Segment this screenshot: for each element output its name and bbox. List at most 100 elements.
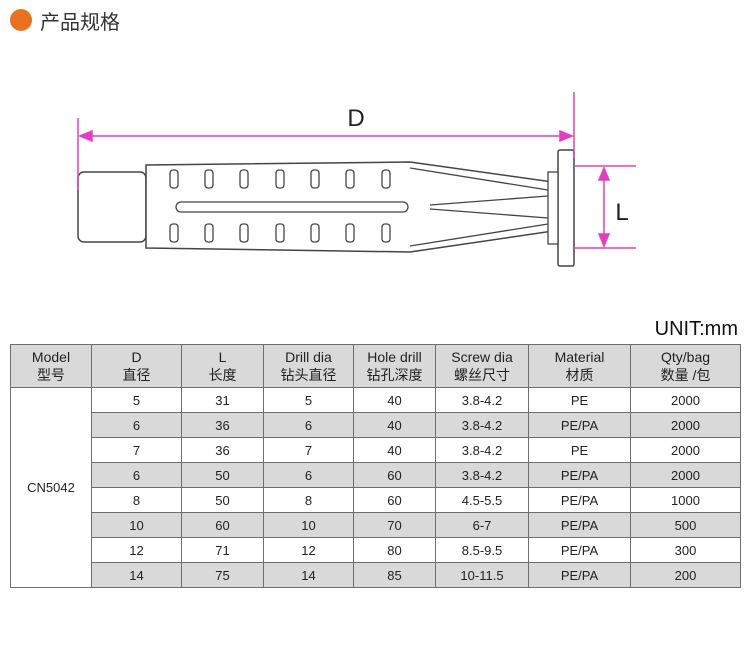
column-header: Material 材质 [528,344,631,388]
column-header-cn: 直径 [122,367,151,383]
table-cell: 2000 [630,462,741,488]
table-cell: 300 [630,537,741,563]
column-header-en: Model [31,349,71,365]
table-cell: 200 [630,562,741,588]
table-cell: 71 [181,537,264,563]
table-cell: 2000 [630,412,741,438]
table-cell: 60 [181,512,264,538]
table-cell: PE/PA [528,462,631,488]
table-cell: PE/PA [528,512,631,538]
table-cell: 31 [181,387,264,413]
header-row: Model 型号 D 直径 L 长度 Drill dia 钻头直径 Hole drill 钻孔深度… [10,344,741,388]
table-cell: 36 [181,437,264,463]
column-header: Model 型号 [10,344,92,388]
column-header: Screw dia 螺丝尺寸 [435,344,529,388]
table-cell: 6 [91,412,182,438]
table-cell: 14 [91,562,182,588]
column-header: Hole drill 钻孔深度 [353,344,436,388]
table-cell: 1000 [630,487,741,513]
column-header-en: D [131,349,142,365]
column-header-cn: 长度 [208,367,237,383]
table-cell: 500 [630,512,741,538]
table-cell: 6 [263,412,354,438]
table-cell: 14 [263,562,354,588]
table-cell: 50 [181,462,264,488]
table-cell: 70 [353,512,436,538]
column-header-cn: 数量 /包 [660,367,711,383]
table-cell: PE [528,387,631,413]
column-header: Qty/bag 数量 /包 [630,344,741,388]
dimension-l-label: L [615,199,628,226]
table-cell: 80 [353,537,436,563]
table-cell: 40 [353,437,436,463]
column-header-en: Drill dia [285,349,332,365]
table-cell: 40 [353,412,436,438]
column-header-en: L [218,349,227,365]
table-cell: 10 [263,512,354,538]
table-cell: PE/PA [528,487,631,513]
table-cell: PE/PA [528,562,631,588]
section-header: 产品规格 [10,6,120,34]
wall-plug-diagram: D L [77,92,636,267]
table-header: Model 型号 D 直径 L 长度 Drill dia 钻头直径 Hole drill 钻孔深度… [10,344,741,388]
table-cell: 3.8-4.2 [435,462,529,488]
table-cell: 10 [91,512,182,538]
dimension-d-label: D [347,105,364,132]
table-cell: PE/PA [528,412,631,438]
table-cell: 5 [91,387,182,413]
table-cell: 8.5-9.5 [435,537,529,563]
table-cell: 2000 [630,387,741,413]
column-header-en: Hole drill [367,349,422,365]
table-cell: 3.8-4.2 [435,387,529,413]
table-cell: 75 [181,562,264,588]
table-cell: 5 [263,387,354,413]
column-header-cn: 螺丝尺寸 [454,367,510,383]
table-cell: 6 [263,462,354,488]
table-cell: 8 [91,487,182,513]
table-cell: 60 [353,462,436,488]
section-title: 产品规格 [40,9,120,34]
column-header: L 长度 [181,344,264,388]
table-cell: 10-11.5 [435,562,529,588]
table-cell: 3.8-4.2 [435,437,529,463]
column-header-en: Material [554,349,605,365]
table-cell: 2000 [630,437,741,463]
unit-label: UNIT:mm [654,318,738,340]
column-header-cn: 钻头直径 [280,367,337,383]
model-cell: CN5042 [10,387,92,588]
table-cell: 85 [353,562,436,588]
bullet-dot-icon [10,9,32,31]
table-cell: 6-7 [435,512,529,538]
column-header: D 直径 [91,344,182,388]
table-cell: PE [528,437,631,463]
table-cell: 12 [91,537,182,563]
table-cell: 7 [263,437,354,463]
table-cell: 4.5-5.5 [435,487,529,513]
column-header-cn: 型号 [37,367,65,383]
table-cell: 60 [353,487,436,513]
column-header-en: Screw dia [451,349,513,365]
table-cell: 6 [91,462,182,488]
table-cell: 40 [353,387,436,413]
column-header-cn: 材质 [565,367,594,383]
table-cell: 36 [181,412,264,438]
column-header-en: Qty/bag [660,349,711,365]
table-cell: 8 [263,487,354,513]
table-cell: 12 [263,537,354,563]
column-header-cn: 钻孔深度 [366,367,423,383]
column-header: Drill dia 钻头直径 [263,344,354,388]
spec-table: Model 型号 D 直径 L 长度 Drill dia 钻头直径 Hole drill 钻孔深度… [10,344,741,588]
table-cell: PE/PA [528,537,631,563]
table-cell: 50 [181,487,264,513]
table-cell: 7 [91,437,182,463]
table-cell: 3.8-4.2 [435,412,529,438]
